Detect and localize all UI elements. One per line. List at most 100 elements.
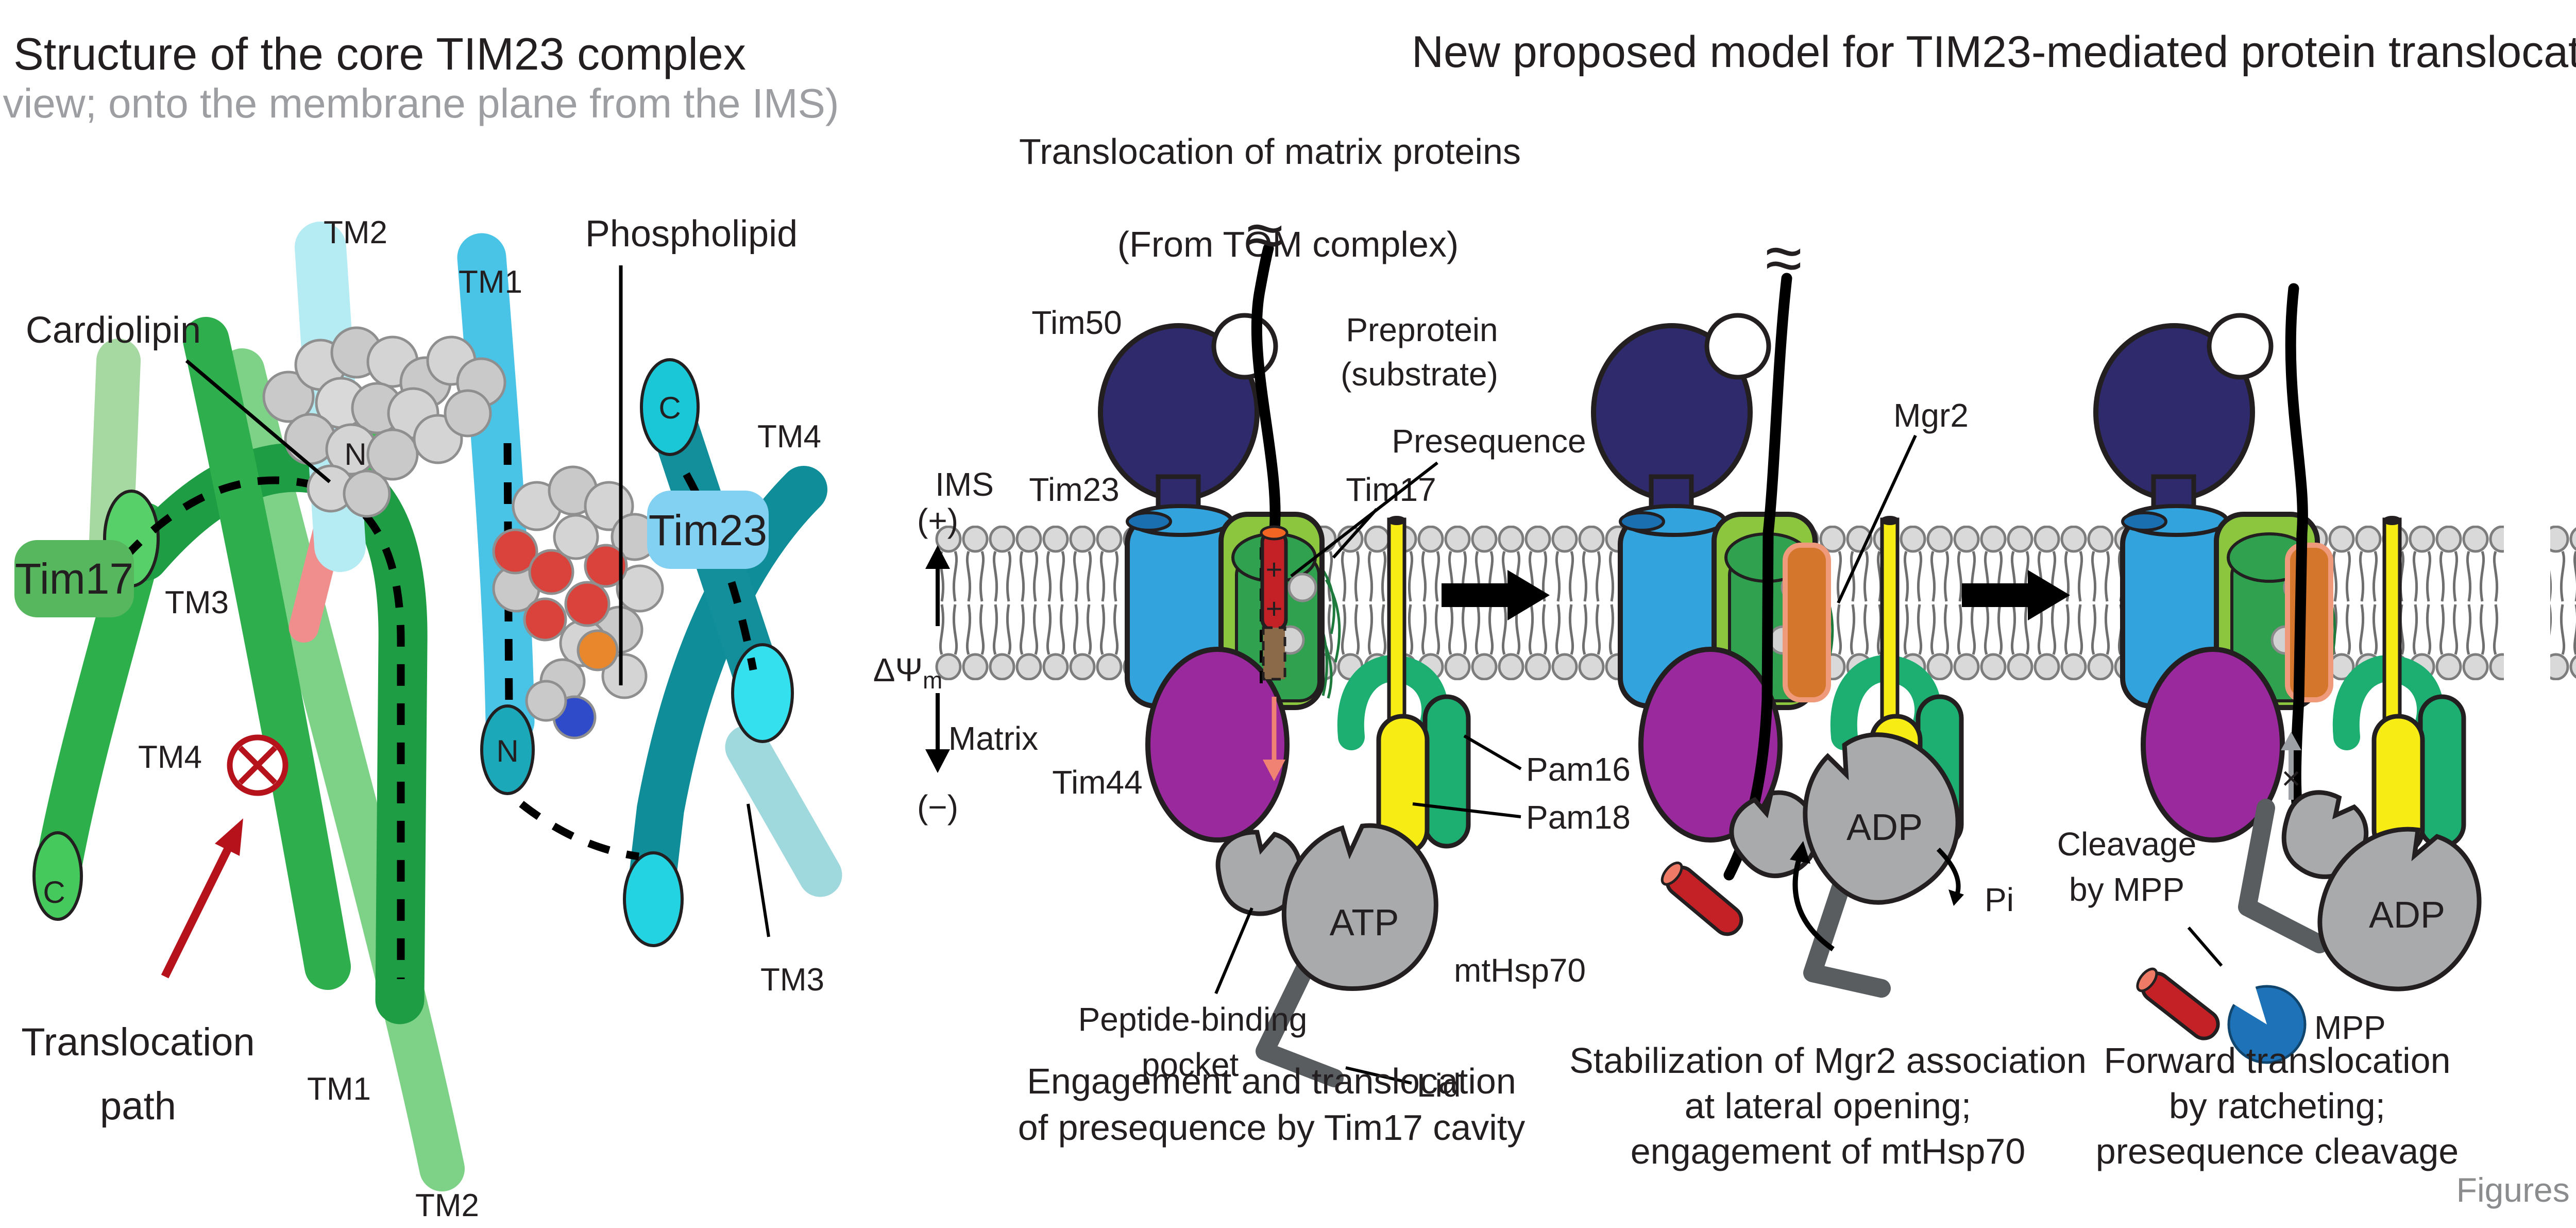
stage-arrows [1442, 570, 2070, 620]
stage1-presequence-rod: + + [1260, 525, 1289, 781]
tm2-green-label: TM2 [415, 1188, 479, 1223]
blocked-path-symbol [161, 734, 289, 979]
preprotein-label-1: Preprotein [1346, 311, 1498, 348]
stage3-presequence-rod [2133, 965, 2224, 1044]
stage1-import-arrowhead [1263, 760, 1285, 781]
c-green-label: C [43, 875, 65, 910]
plus-label: (+) [917, 502, 958, 539]
tm4-green-label: TM4 [138, 739, 202, 775]
cleavage-label-1: Cleavage [2057, 826, 2196, 863]
lid-leader [1345, 1066, 1412, 1085]
pam18-label: Pam18 [1526, 799, 1631, 836]
pam16-leader [1463, 734, 1522, 770]
helix-teal-tm3 [629, 466, 827, 904]
stage1-caption-2: of presequence by Tim17 cavity [1018, 1107, 1525, 1148]
presequence-label: Presequence [1392, 423, 1586, 460]
ims-label: IMS [935, 466, 994, 503]
arrow-2-head [2028, 570, 2070, 620]
mgr2-label: Mgr2 [1893, 397, 1969, 434]
right-panel: New proposed model for TIM23-mediated pr… [873, 27, 2576, 1209]
pi-label: Pi [1985, 881, 2014, 918]
pbp-label-1: Peptide-binding [1078, 1001, 1308, 1038]
helix-cap-cyan-c [640, 358, 700, 456]
stage3-block-x: × [2281, 760, 2300, 797]
helix-cap-cyan-bottom [623, 851, 684, 947]
stage3-adp-label: ADP [2369, 895, 2445, 936]
stage3-caption-2: by ratcheting; [2169, 1086, 2385, 1126]
phospholipid-label: Phospholipid [585, 213, 798, 255]
tim23-badge-label: Tim23 [649, 506, 767, 554]
membrane-environment-labels: IMS (+) ΔΨm (−) Matrix [873, 466, 1038, 826]
stage2-pi-arrowhead [1948, 889, 1964, 906]
tim50-label: Tim50 [1031, 304, 1122, 341]
matrix-label: Matrix [948, 720, 1038, 757]
n-green-label: N [344, 437, 366, 472]
tim17-label: Tim17 [1346, 471, 1436, 508]
c-cyan-label: C [658, 391, 681, 425]
tm1-green-label: TM1 [307, 1071, 371, 1107]
tim17-badge: Tim17 [14, 540, 134, 617]
figure-credit: Figures from Sim and Chen et al., Nature… [2456, 1171, 2576, 1209]
cardiolipin-label: Cardiolipin [26, 310, 201, 351]
stage3-backslide-arrowhead [2281, 732, 2301, 750]
stage2-adp-label: ADP [1846, 807, 1923, 848]
preprotein-label-2: (substrate) [1341, 356, 1498, 393]
helix-green-tm1 [183, 317, 351, 990]
left-title: Structure of the core TIM23 complex [13, 28, 746, 79]
stage2-caption-2: at lateral opening; [1685, 1086, 1972, 1126]
cardiolipin-leader [185, 359, 331, 483]
mgr2-leader [1837, 434, 1917, 604]
left-panel: Structure of the core TIM23 complex (top… [0, 28, 842, 1223]
right-title: New proposed model for TIM23-mediated pr… [1412, 27, 2576, 77]
stage1-preprotein-line [1251, 243, 1281, 542]
stage3-mpp-label: MPP [2314, 1009, 2386, 1046]
stage1-break-tilde: ≈ [1246, 197, 1283, 272]
stage3-lid [2238, 799, 2329, 953]
stage-1: Translocation of matrix proteins (From T… [1018, 131, 1631, 1148]
minus-label: (−) [917, 788, 958, 826]
pam16-label: Pam16 [1526, 751, 1631, 788]
tim44-label: Tim44 [1052, 764, 1142, 801]
tm4-cyan-label: TM4 [757, 419, 821, 455]
stage2-lid [1803, 864, 1891, 998]
stage2-mthsp70: ADP [1717, 710, 1986, 998]
inner-membrane-strip-b [2550, 526, 2576, 680]
arrow-2-shaft [1962, 583, 2028, 607]
presequence-plus-1: + [1266, 553, 1283, 585]
tm3-cyan-leader [747, 803, 770, 937]
stage2-caption-3: engagement of mtHsp70 [1631, 1131, 2026, 1171]
stage2-mgr2 [1783, 543, 1831, 702]
tm3-cyan-label: TM3 [760, 962, 824, 998]
mthsp70-label: mtHsp70 [1454, 952, 1586, 989]
translocation-path-label-2: path [100, 1084, 176, 1128]
stage1-lid [1256, 957, 1344, 1087]
stage-2: ≈ Mgr2 ADP Pi Stabilization of Mgr2 asso… [1569, 220, 2087, 1171]
pbp-leader [1214, 907, 1253, 995]
tim17-badge-label: Tim17 [15, 554, 133, 603]
delta-psi-label: ΔΨm [873, 651, 943, 694]
stage2-ratchet-arrowhead [1790, 841, 1810, 864]
cardiolipin-spheres [262, 326, 506, 518]
tim23-label: Tim23 [1029, 471, 1119, 508]
stage2-break-tilde: ≈ [1765, 220, 1802, 295]
cleavage-label-2: by MPP [2069, 871, 2184, 908]
stage2-pi-arrow [1936, 847, 1961, 897]
stage3-mpp: MPP [2225, 977, 2386, 1064]
arrow-1-shaft [1442, 583, 1507, 607]
n-teal-label: N [496, 734, 518, 768]
delta-psi-up-arrowhead [925, 545, 950, 569]
helix-cap-green-c [32, 831, 83, 921]
stage1-mthsp70: ATP [1218, 826, 1436, 1087]
stage1-atp-label: ATP [1330, 902, 1399, 944]
tm1-cyan-label: TM1 [459, 264, 522, 300]
stage1-heading-1: Translocation of matrix proteins [1019, 131, 1521, 172]
stage3-preprotein-line [2285, 283, 2308, 845]
tim23-badge: Tim23 [647, 491, 769, 569]
helix-cap-cyan-mid [731, 643, 794, 743]
helix-cap-teal-n [480, 704, 535, 795]
stage2-caption-1: Stabilization of Mgr2 association [1569, 1040, 2087, 1081]
lid-label: Lid [1417, 1067, 1461, 1104]
tm2-cyan-label: TM2 [324, 215, 387, 250]
translocation-path-label-1: Translocation [21, 1020, 255, 1064]
